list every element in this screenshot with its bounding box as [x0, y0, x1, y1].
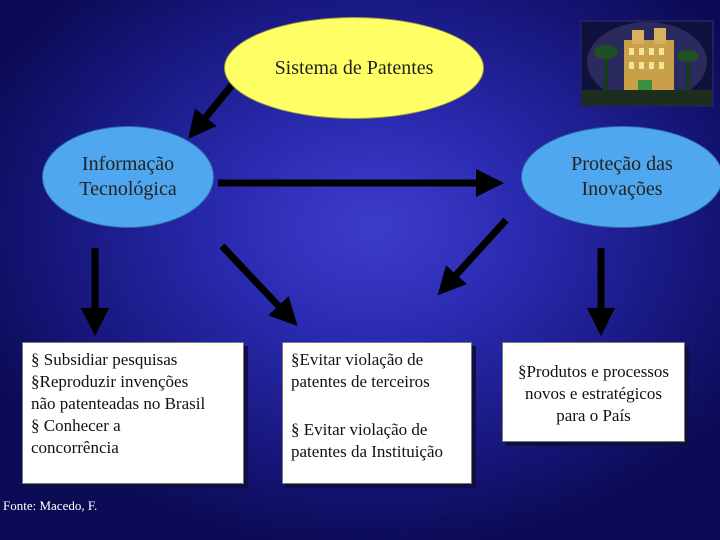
building-photo	[580, 20, 714, 107]
node-left-line-2: Tecnológica	[79, 178, 177, 200]
box-left-line-5: concorrência	[31, 438, 119, 458]
box-left-line-4: § Conhecer a	[31, 416, 121, 436]
box-mid-item-2-line-2: patentes da Instituição	[291, 442, 444, 462]
arrow-right-to-box-mid	[437, 217, 509, 296]
box-right-line-1: §Produtos e processos	[517, 362, 670, 381]
arrow-top-to-left	[188, 82, 235, 139]
node-right-line-1: Proteção das	[571, 153, 673, 175]
node-protecao-das-inovacoes: Proteção das Inovações	[521, 126, 720, 228]
box-avoid-violation: §Evitar violação de patentes de terceiro…	[282, 342, 472, 484]
box-right-line-2: novos e estratégicos	[525, 384, 662, 404]
box-mid-item-1-line-1: §Evitar violação de	[291, 350, 424, 369]
node-top-label: Sistema de Patentes	[274, 56, 434, 79]
node-informacao-tecnologica: Informação Tecnológica	[42, 126, 214, 228]
box-uses-information: § Subsidiar pesquisas §Reproduzir invenç…	[22, 342, 244, 484]
box-left-line-3: não patenteadas no Brasil	[31, 394, 206, 414]
box-products-processes: §Produtos e processos novos e estratégic…	[502, 342, 685, 442]
node-right-line-2: Inovações	[581, 178, 663, 200]
box-left-line-1: § Subsidiar pesquisas	[31, 350, 178, 369]
node-left-line-1: Informação	[81, 153, 175, 175]
box-right-line-3: para o País	[556, 406, 631, 426]
author-note: Branch, M.C.	[338, 526, 398, 538]
box-left-line-2: §Reproduzir invenções	[31, 372, 189, 392]
box-mid-item-1-line-2: patentes de terceiros	[291, 372, 430, 392]
box-mid-item-2-line-1: § Evitar violação de	[291, 420, 428, 440]
source-note: Fonte: Macedo, F.	[3, 498, 98, 513]
arrow-left-to-box-mid	[219, 243, 298, 327]
node-sistema-de-patentes: Sistema de Patentes	[224, 17, 484, 119]
